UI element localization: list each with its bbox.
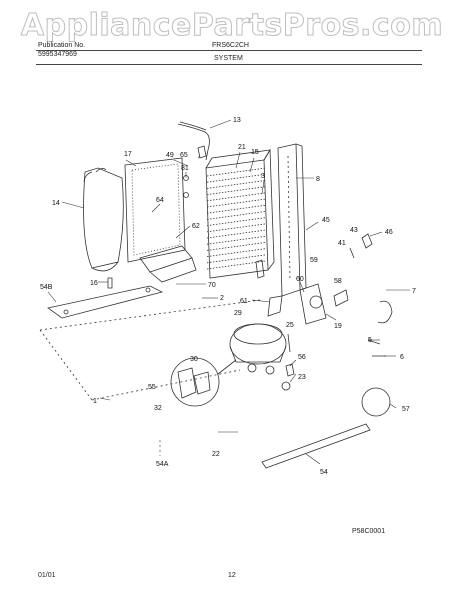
leader-lines: [47, 119, 410, 465]
part-compressor: [229, 323, 287, 375]
publication-number: 5995347969: [38, 51, 77, 58]
part-tube-13: [177, 121, 210, 161]
callout-23: 23: [298, 374, 306, 381]
callout-45: 45: [322, 217, 330, 224]
callout-58: 58: [334, 278, 342, 285]
part-rail-54: [261, 423, 371, 469]
callout-62: 62: [192, 223, 200, 230]
callout-1: 1: [93, 398, 97, 405]
part-pan-57: [361, 387, 391, 417]
callout-16: 16: [90, 280, 98, 287]
callout-13: 13: [233, 117, 241, 124]
part-cabinet-base-1: [39, 299, 261, 401]
part-pad-14: [83, 167, 124, 272]
part-panel-17: [124, 157, 186, 263]
part-base-plate-54B: [47, 285, 164, 319]
callout-30: 30: [190, 356, 198, 363]
publication-label: Publication No.: [38, 42, 86, 49]
callout-57: 57: [402, 406, 410, 413]
callout-65: 65: [180, 152, 188, 159]
callout-19: 19: [334, 323, 342, 330]
callout-41: 41: [338, 240, 346, 247]
callout-64: 64: [156, 197, 164, 204]
callout-15: 15: [251, 149, 259, 156]
callout-43: 43: [350, 227, 358, 234]
callout-14: 14: [52, 200, 60, 207]
callout-54: 54: [320, 469, 328, 476]
callout-25: 25: [286, 322, 294, 329]
callout-46: 46: [385, 229, 393, 236]
callout-8: 8: [316, 176, 320, 183]
callout-17: 17: [124, 151, 132, 158]
part-condenser-coil: [205, 148, 275, 279]
part-fittings: [107, 145, 373, 391]
section-title: SYSTEM: [214, 55, 243, 62]
callout-5: 5: [368, 337, 372, 344]
callout-55: 55: [148, 384, 156, 391]
part-relay-detail: [170, 357, 237, 407]
footer-page-number: 12: [228, 572, 236, 579]
callout-29: 29: [234, 310, 242, 317]
callout-6: 6: [400, 354, 404, 361]
callout-54B: 54B: [40, 284, 53, 291]
footer-date: 01/01: [38, 572, 56, 579]
callout-54A: 54A: [156, 461, 169, 468]
callout-21: 21: [238, 144, 246, 151]
part-fan-assembly: [267, 283, 349, 325]
callout-81: 81: [181, 165, 189, 172]
part-bracket-8: [277, 143, 307, 297]
callout-56: 56: [298, 354, 306, 361]
callout-2: 2: [220, 295, 224, 302]
callout-32: 32: [154, 405, 162, 412]
part-shroud: [367, 300, 393, 357]
callout-61: 61: [240, 298, 248, 305]
callout-49: 49: [166, 152, 174, 159]
callout-70: 70: [208, 282, 216, 289]
callout-60: 60: [296, 276, 304, 283]
diagram-code: P58C0001: [352, 528, 386, 535]
callout-7: 7: [412, 288, 416, 295]
part-drain-pan: [139, 245, 197, 283]
callout-3: 3: [261, 173, 265, 180]
header-rule-bottom: [36, 64, 422, 65]
model-number: FRS6C2CH: [212, 42, 249, 49]
callout-22: 22: [212, 451, 220, 458]
callout-59: 59: [310, 257, 318, 264]
header-rule-top: [36, 50, 422, 51]
